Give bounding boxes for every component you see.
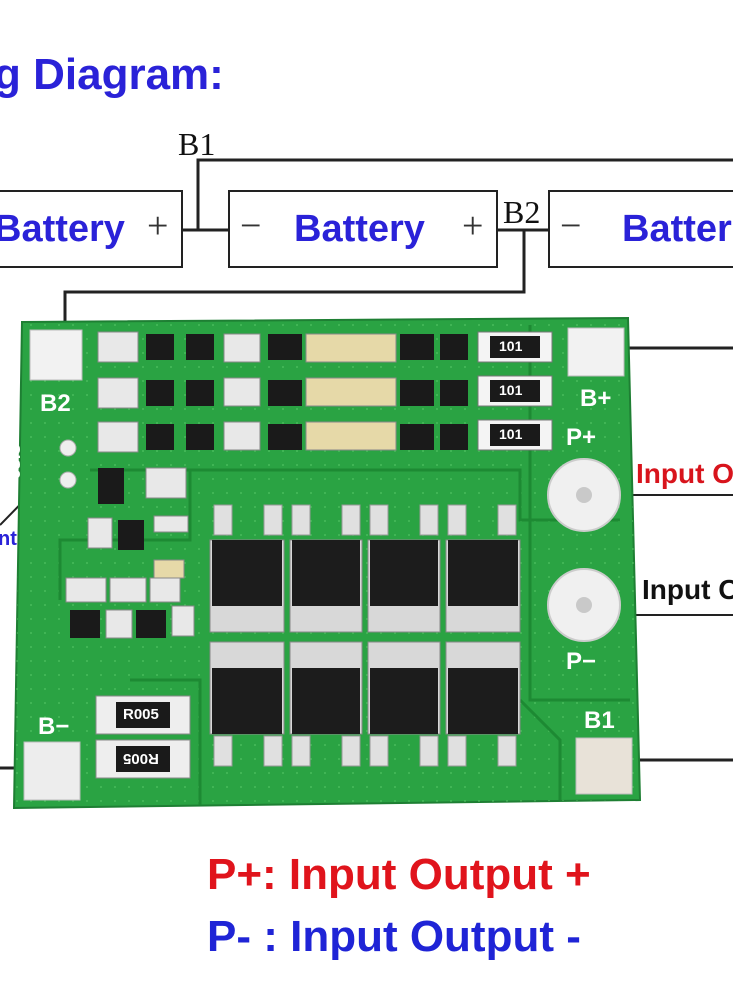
battery-2-plus: + [462, 205, 484, 247]
sensor-hole-1 [59, 439, 77, 457]
side-label-input-mid: Input O [642, 574, 733, 605]
resistor-code-1: 101 [499, 338, 523, 354]
battery-2-label: Battery [294, 208, 425, 250]
trace-bottom [130, 678, 202, 805]
pad-bplus [567, 327, 625, 377]
pad-label-bminus: B− [38, 713, 70, 740]
battery-2-minus: − [240, 205, 262, 247]
left-components [65, 467, 195, 639]
side-label-left-fragment: nt [0, 528, 17, 550]
pad-label-pminus: P− [566, 648, 597, 675]
battery-3-label: Batter [622, 208, 732, 250]
pad-label-pplus: P+ [566, 424, 597, 451]
pad-label-bplus: B+ [580, 385, 612, 412]
resistor-code-3: 101 [499, 426, 523, 442]
diagram-title: g Diagram: [0, 50, 224, 99]
battery-1: Battery + [0, 190, 183, 268]
battery-2: − Battery + [228, 190, 498, 268]
b1-wire [196, 158, 733, 230]
b2-wire [63, 228, 550, 335]
resistor-code-2: 101 [499, 382, 523, 398]
pad-label-b1: B1 [584, 707, 615, 734]
sensor-hole-2 [59, 471, 77, 489]
battery-1-label: Battery [0, 208, 125, 250]
battery-3: − Batter [548, 190, 733, 268]
b2-wire-label: B2 [503, 194, 541, 230]
legend-p-plus: P+: Input Output + [207, 850, 591, 899]
pad-b2 [29, 329, 83, 381]
pad-label-b2: B2 [40, 390, 71, 417]
pad-b1 [575, 737, 633, 795]
shunt-code-2: R005 [123, 750, 159, 767]
legend-p-minus: P- : Input Output - [207, 912, 581, 961]
component-rows [97, 331, 553, 453]
side-label-input-top: Input O [636, 458, 733, 489]
battery-1-plus: + [147, 205, 169, 247]
trace-lower [518, 698, 562, 800]
pad-bminus [23, 741, 81, 801]
mosfet-group [209, 504, 521, 767]
b1-wire-label: B1 [178, 126, 216, 162]
battery-3-minus: − [560, 205, 582, 247]
sensor-label: SIS2 [5, 444, 22, 479]
shunt-code-1: R005 [123, 706, 159, 723]
